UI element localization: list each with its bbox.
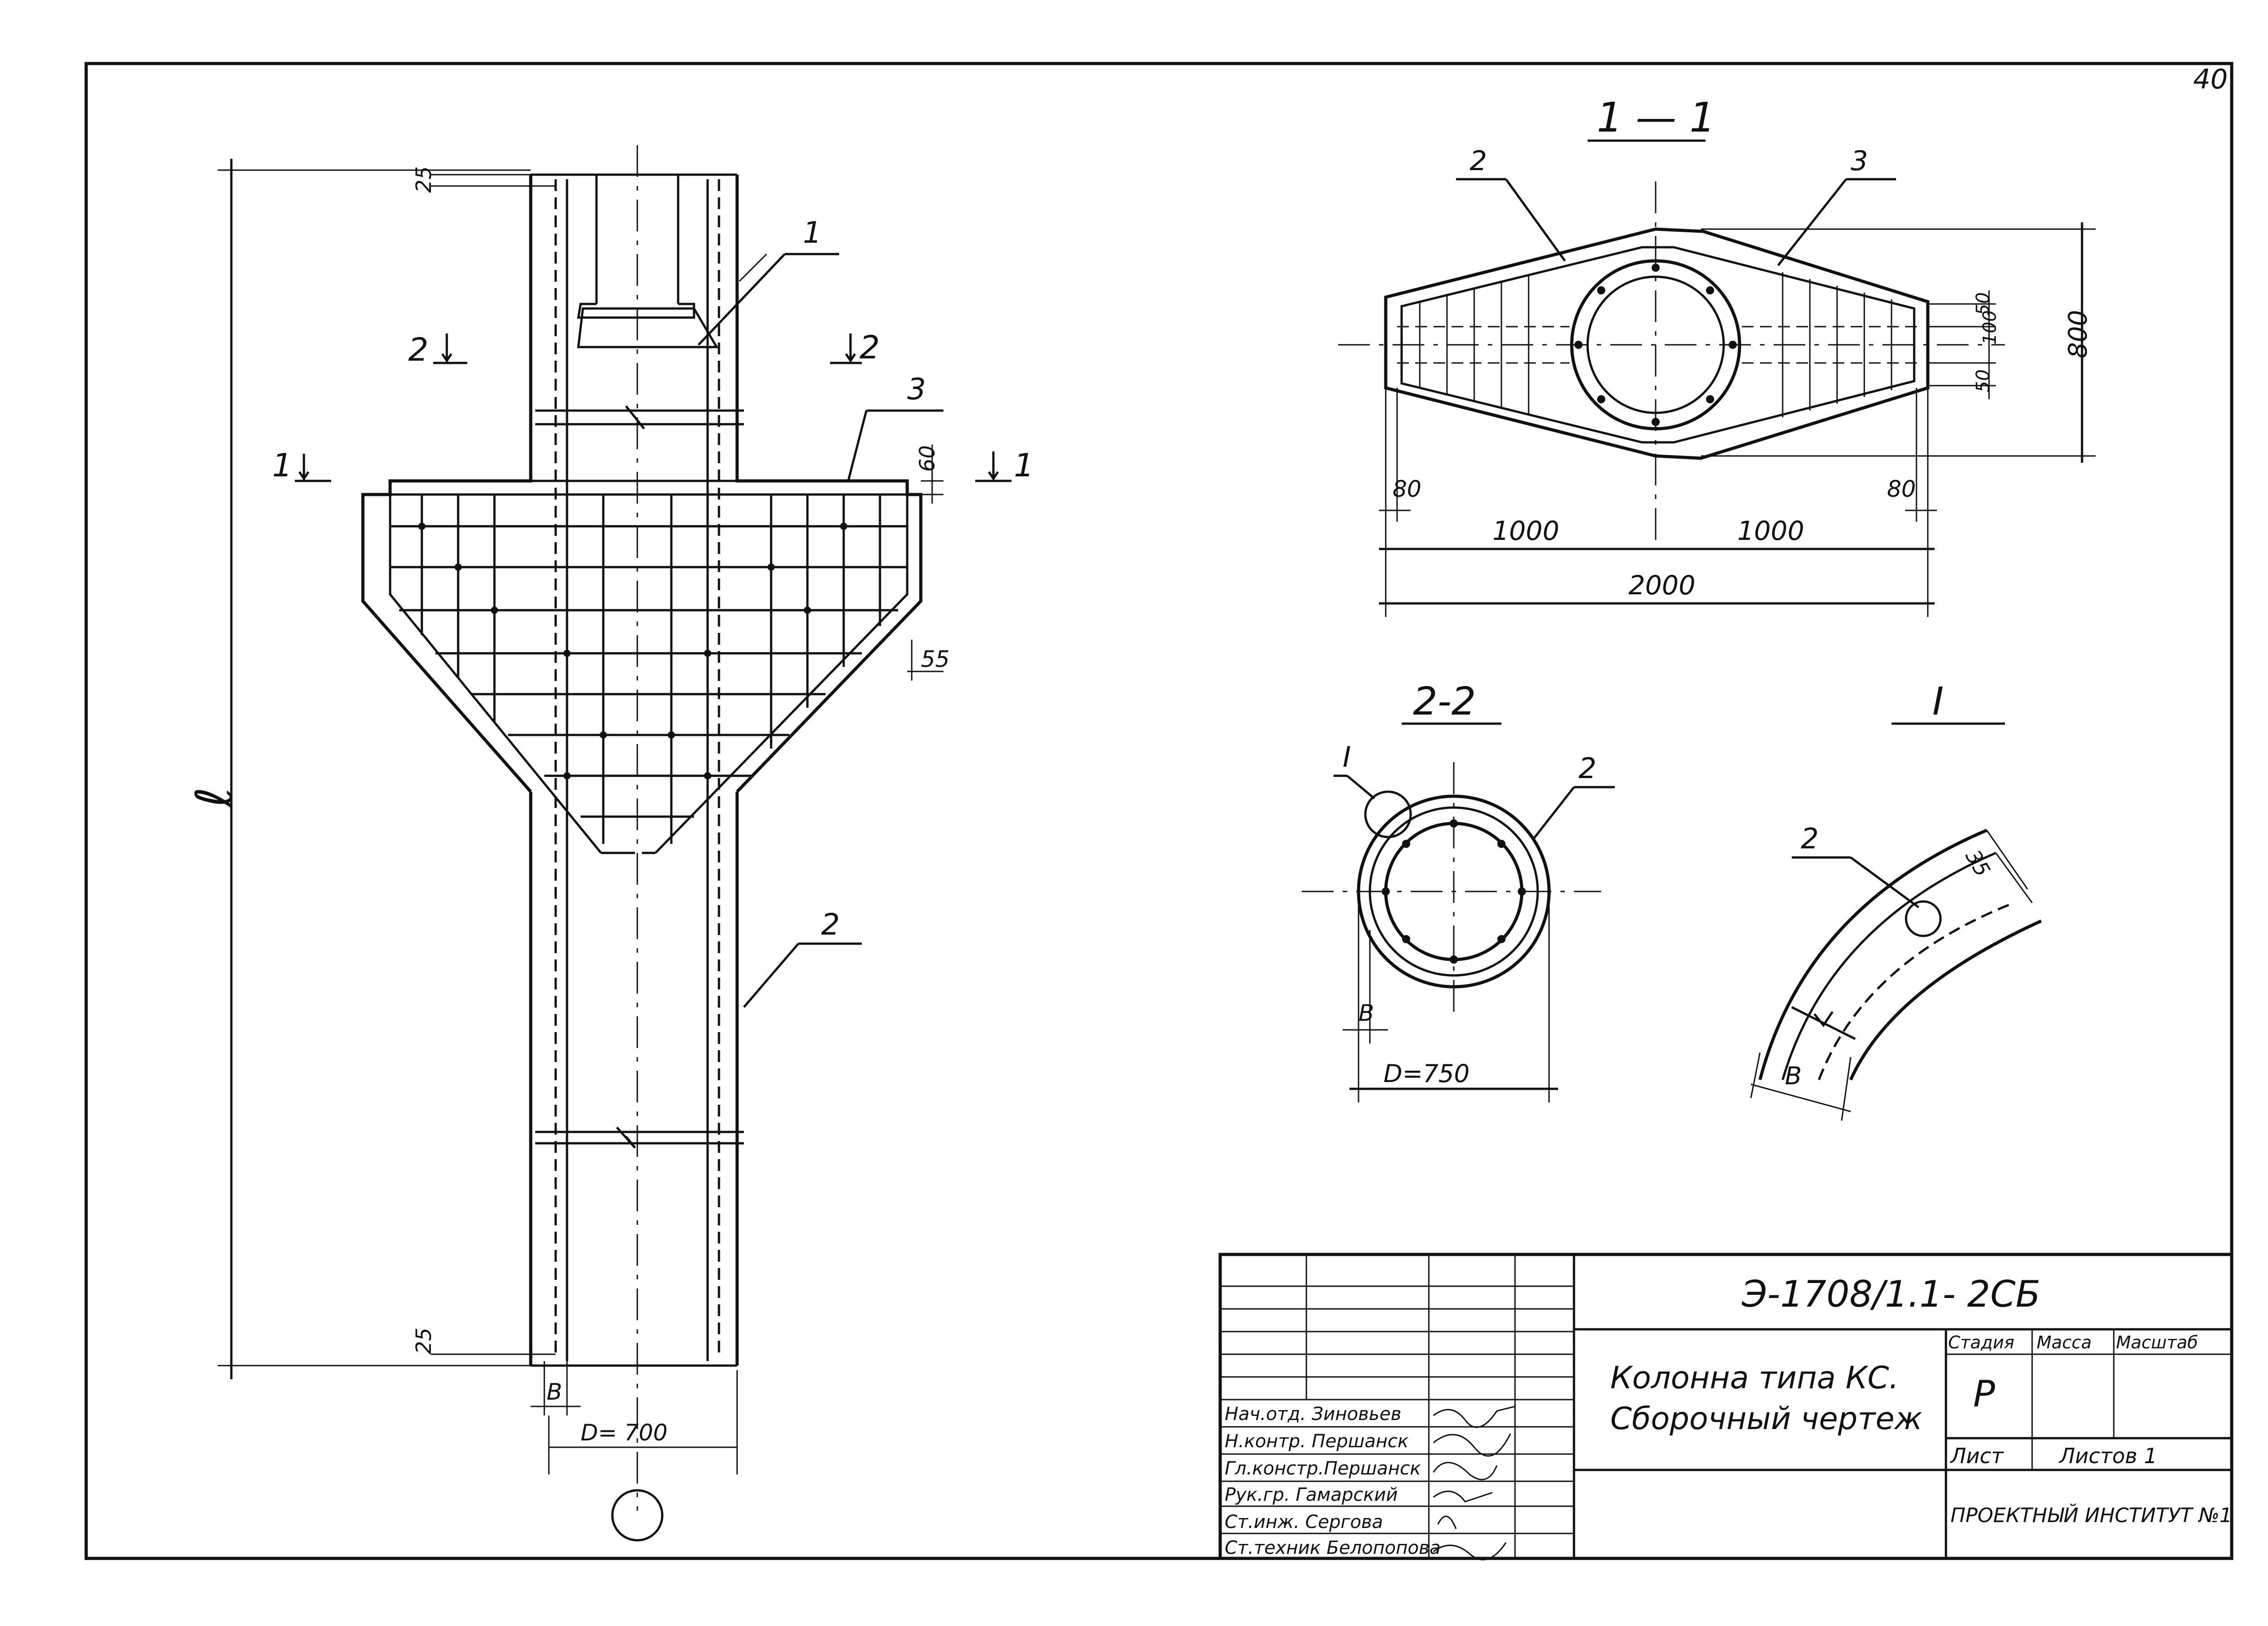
scale-label: Масштаб	[2116, 1332, 2198, 1352]
elevation-callout-1: 1	[803, 216, 821, 250]
signer-row: Нач.отд. Зиновьев	[1225, 1404, 1401, 1425]
drawing-title-line2: Сборочный чертеж	[1610, 1401, 1922, 1437]
section-1-dim-50a: 50	[1973, 292, 1994, 315]
section-1-dim-100: 100	[1980, 310, 2000, 345]
detail-I-callout-2: 2	[1801, 822, 1818, 855]
stage-label: Стадия	[1948, 1332, 2014, 1352]
section-2-callout-2: 2	[1579, 752, 1596, 785]
elevation-dim-bottom: 25	[411, 1327, 436, 1354]
section-1-callout-2: 2	[1470, 145, 1487, 177]
head-rebar-grid	[390, 495, 907, 844]
detail-I: I 2 35 В	[1750, 679, 2042, 1121]
column-elevation: ℓ 25 25 60 55 В D= 700 1 3 2	[185, 145, 1034, 1542]
signer-row: Рук.гр. Гамарский	[1225, 1484, 1398, 1505]
detail-I-title: I	[1932, 679, 1944, 724]
section-1-dim-total: 2000	[1628, 570, 1696, 601]
elevation-callout-3: 3	[907, 372, 926, 406]
elevation-dim-55: 55	[921, 646, 950, 672]
section-1-dim-right: 1000	[1737, 515, 1804, 546]
signer-row: Ст.техник Белопопова	[1225, 1538, 1441, 1558]
sheets-count-label: Листов 1	[2058, 1444, 2157, 1468]
sheet-label: Лист	[1950, 1444, 2004, 1468]
mass-label: Масса	[2037, 1332, 2092, 1352]
elevation-dim-60: 60	[915, 445, 939, 472]
organization-name: ПРОЕКТНЫЙ ИНСТИТУТ №1	[1950, 1503, 2232, 1527]
section-1-title: 1 — 1	[1597, 94, 1716, 142]
section-2-title: 2-2	[1413, 679, 1476, 724]
section-1-dim-height: 800	[2063, 310, 2093, 358]
elevation-dim-b: В	[547, 1379, 562, 1405]
elevation-dim-height: ℓ	[185, 787, 243, 808]
section-2-2: 2-2 I 2 В D=750	[1302, 679, 1615, 1102]
elevation-dim-top: 25	[411, 166, 436, 193]
section-1-dim-50b: 50	[1973, 369, 1994, 392]
section-1-dim-80-right: 80	[1887, 476, 1916, 502]
elevation-dim-d: D= 700	[581, 1420, 668, 1446]
section-2-dim-b: В	[1359, 1000, 1374, 1026]
section-marker-1-left: 1	[272, 447, 293, 484]
drawing-title-line1: Колонна типа КС.	[1610, 1360, 1899, 1396]
section-1-dim-80-left: 80	[1393, 476, 1422, 502]
signer-row: Ст.инж. Сергова	[1225, 1512, 1383, 1533]
section-1-dim-left: 1000	[1492, 515, 1559, 546]
stage-value: Р	[1973, 1373, 1995, 1415]
section-2-callout-I: I	[1343, 740, 1351, 774]
signature-scribbles	[1432, 1406, 1515, 1561]
elevation-callout-2: 2	[821, 908, 840, 942]
detail-I-dim-35: 35	[1960, 846, 1995, 881]
section-1-1: 1 — 1	[1338, 94, 2096, 617]
section-1-rebar	[1397, 264, 1919, 426]
signer-row: Н.контр. Першанск	[1225, 1431, 1408, 1452]
section-2-dim-d: D=750	[1383, 1059, 1470, 1088]
detail-I-dim-b: В	[1785, 1062, 1802, 1090]
signer-row: Гл.констр.Першанск	[1225, 1458, 1421, 1479]
section-1-callout-3: 3	[1851, 145, 1868, 177]
title-block: Э-1708/1.1- 2СБ Колонна типа КС. Сборочн…	[1218, 1253, 2234, 1561]
section-marker-2-right: 2	[860, 329, 880, 366]
section-marker-2-left: 2	[408, 331, 429, 368]
doc-code: Э-1708/1.1- 2СБ	[1741, 1273, 2040, 1315]
sheet-frame: 40	[84, 62, 2234, 1560]
sheet-number: 40	[2193, 64, 2228, 95]
section-marker-1-right: 1	[1014, 447, 1034, 484]
